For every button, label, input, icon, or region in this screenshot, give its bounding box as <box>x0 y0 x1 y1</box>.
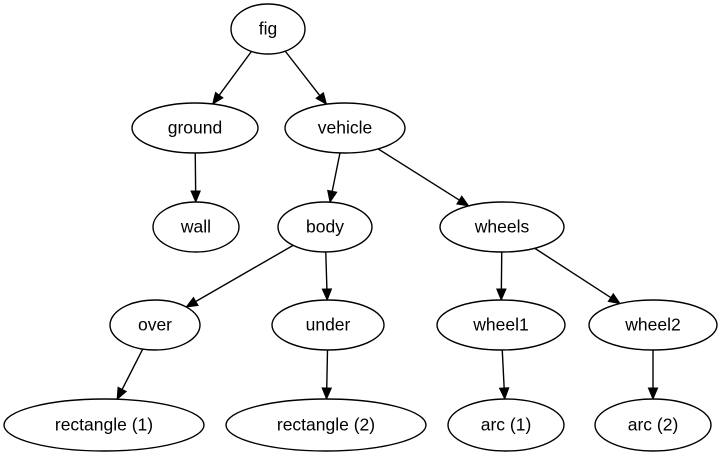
edges-layer <box>116 50 659 401</box>
node-wheel1[interactable]: wheel1 <box>436 299 566 351</box>
node-vehicle[interactable]: vehicle <box>284 102 406 154</box>
node-label-under: under <box>306 315 351 335</box>
node-ground[interactable]: ground <box>131 102 259 154</box>
node-arc2[interactable]: arc (2) <box>594 398 712 452</box>
node-ellipse-wall[interactable] <box>152 201 240 253</box>
node-label-wall: wall <box>180 217 211 237</box>
node-ellipse-fig[interactable] <box>230 3 306 55</box>
edge-body-to-under <box>325 251 328 290</box>
arrowhead-vehicle-to-wheels <box>456 195 470 207</box>
nodes-layer: fig ground vehicle wall body wheels over under w… <box>3 3 718 452</box>
node-ellipse-rectangle2[interactable] <box>225 398 427 452</box>
node-ellipse-vehicle[interactable] <box>284 102 406 154</box>
node-wall[interactable]: wall <box>152 201 240 253</box>
node-ellipse-rectangle1[interactable] <box>3 398 205 452</box>
node-ellipse-wheels[interactable] <box>439 201 565 253</box>
node-wheels[interactable]: wheels <box>439 201 565 253</box>
arrowhead-under-to-rectangle2 <box>321 387 333 401</box>
node-rectangle1[interactable]: rectangle (1) <box>3 398 205 452</box>
node-body[interactable]: body <box>277 201 373 253</box>
arrowhead-body-to-over <box>185 296 199 308</box>
node-over[interactable]: over <box>109 299 201 351</box>
node-under[interactable]: under <box>271 299 385 351</box>
arrowhead-wheels-to-wheel2 <box>607 292 622 305</box>
edge-wheel1-to-arc1 <box>501 349 505 389</box>
arrowhead-wheels-to-wheel1 <box>496 288 507 302</box>
node-ellipse-ground[interactable] <box>131 102 259 154</box>
node-rectangle2[interactable]: rectangle (2) <box>225 398 427 452</box>
arrowhead-over-to-rectangle1 <box>116 386 128 401</box>
arrowhead-wheel1-to-arc1 <box>498 387 510 401</box>
edge-vehicle-to-wheels <box>377 148 460 201</box>
node-label-rectangle1: rectangle (1) <box>55 415 153 435</box>
edge-body-to-over <box>195 244 294 303</box>
node-label-body: body <box>306 217 344 237</box>
edge-under-to-rectangle2 <box>326 349 329 389</box>
node-ellipse-wheel1[interactable] <box>436 299 566 351</box>
node-ellipse-arc2[interactable] <box>594 398 712 452</box>
node-label-vehicle: vehicle <box>318 118 372 138</box>
arrowhead-vehicle-to-body <box>327 189 338 204</box>
node-ellipse-body[interactable] <box>277 201 373 253</box>
node-arc1[interactable]: arc (1) <box>447 398 565 452</box>
node-ellipse-under[interactable] <box>271 299 385 351</box>
arrowhead-fig-to-vehicle <box>315 91 328 106</box>
node-ellipse-wheel2[interactable] <box>588 299 718 351</box>
node-label-wheel1: wheel1 <box>472 315 528 335</box>
node-label-wheel2: wheel2 <box>624 315 680 335</box>
node-ellipse-arc1[interactable] <box>447 398 565 452</box>
arrowhead-wheel2-to-arc2 <box>647 387 659 401</box>
edge-vehicle-to-body <box>331 152 341 192</box>
node-label-wheels: wheels <box>474 217 530 237</box>
arrowhead-ground-to-wall <box>190 190 201 204</box>
edge-wheels-to-wheel2 <box>534 247 612 299</box>
node-label-arc1: arc (1) <box>481 415 532 435</box>
node-label-fig: fig <box>259 19 277 39</box>
node-label-arc2: arc (2) <box>628 415 679 435</box>
edge-fig-to-ground <box>218 50 253 96</box>
node-label-rectangle2: rectangle (2) <box>277 415 375 435</box>
arrowhead-body-to-under <box>321 288 333 302</box>
node-label-over: over <box>138 315 172 335</box>
edge-over-to-rectangle1 <box>121 348 144 390</box>
node-ellipse-over[interactable] <box>109 299 201 351</box>
arrowhead-fig-to-ground <box>211 91 224 106</box>
node-wheel2[interactable]: wheel2 <box>588 299 718 351</box>
node-label-ground: ground <box>168 118 223 138</box>
edge-fig-to-vehicle <box>284 50 321 96</box>
node-fig[interactable]: fig <box>230 3 306 55</box>
